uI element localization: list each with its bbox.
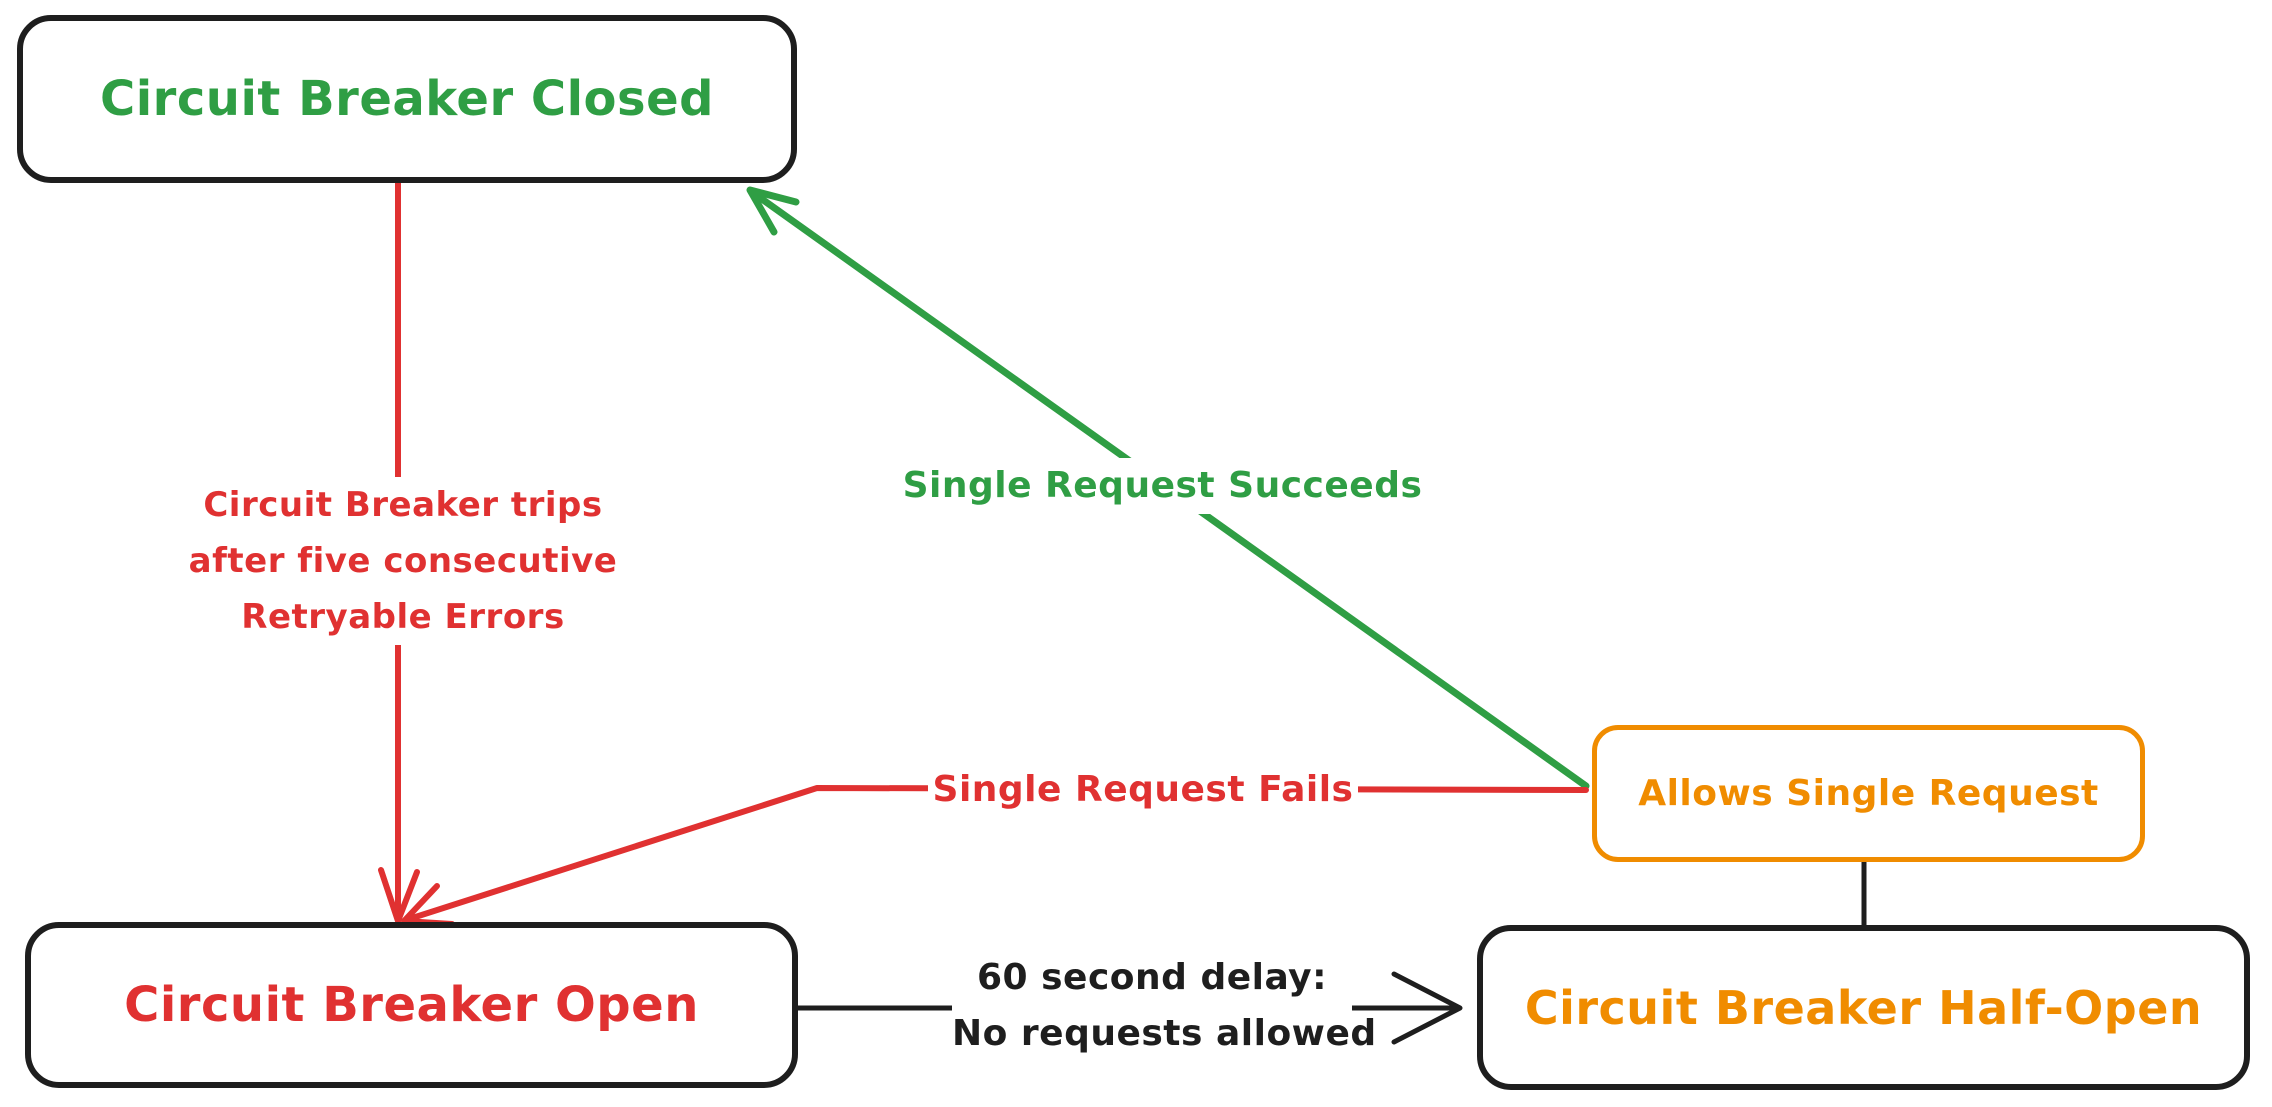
delay-arrowhead xyxy=(1391,971,1463,1045)
edge-label-delay-line2: No requests allowed xyxy=(952,1013,1377,1054)
node-circuit-breaker-half-open-label: Circuit Breaker Half-Open xyxy=(1524,980,2203,1035)
edge-label-trips-line3: Retryable Errors xyxy=(241,597,565,637)
edge-label-single-request-fails: Single Request Fails xyxy=(928,762,1358,818)
edge-label-60-second-delay: 60 second delay: No requests allowed xyxy=(952,950,1377,1062)
trips-arrowhead xyxy=(378,867,420,924)
node-allows-single-request: Allows Single Request xyxy=(1592,725,2145,862)
edge-label-trips: Circuit Breaker trips after five consecu… xyxy=(168,477,638,645)
node-circuit-breaker-half-open: Circuit Breaker Half-Open xyxy=(1477,925,2250,1090)
edge-label-trips-line1: Circuit Breaker trips xyxy=(203,485,603,525)
edge-label-delay-line1: 60 second delay: xyxy=(976,957,1328,998)
node-circuit-breaker-closed: Circuit Breaker Closed xyxy=(17,15,797,183)
edge-label-trips-line2: after five consecutive xyxy=(188,541,618,581)
edge-label-single-request-succeeds: Single Request Succeeds xyxy=(900,458,1425,514)
node-circuit-breaker-open-label: Circuit Breaker Open xyxy=(124,977,699,1033)
succeeds-arrowhead xyxy=(746,186,800,236)
node-circuit-breaker-open: Circuit Breaker Open xyxy=(25,922,798,1088)
node-circuit-breaker-closed-label: Circuit Breaker Closed xyxy=(100,71,714,127)
node-allows-single-request-label: Allows Single Request xyxy=(1638,773,2099,814)
